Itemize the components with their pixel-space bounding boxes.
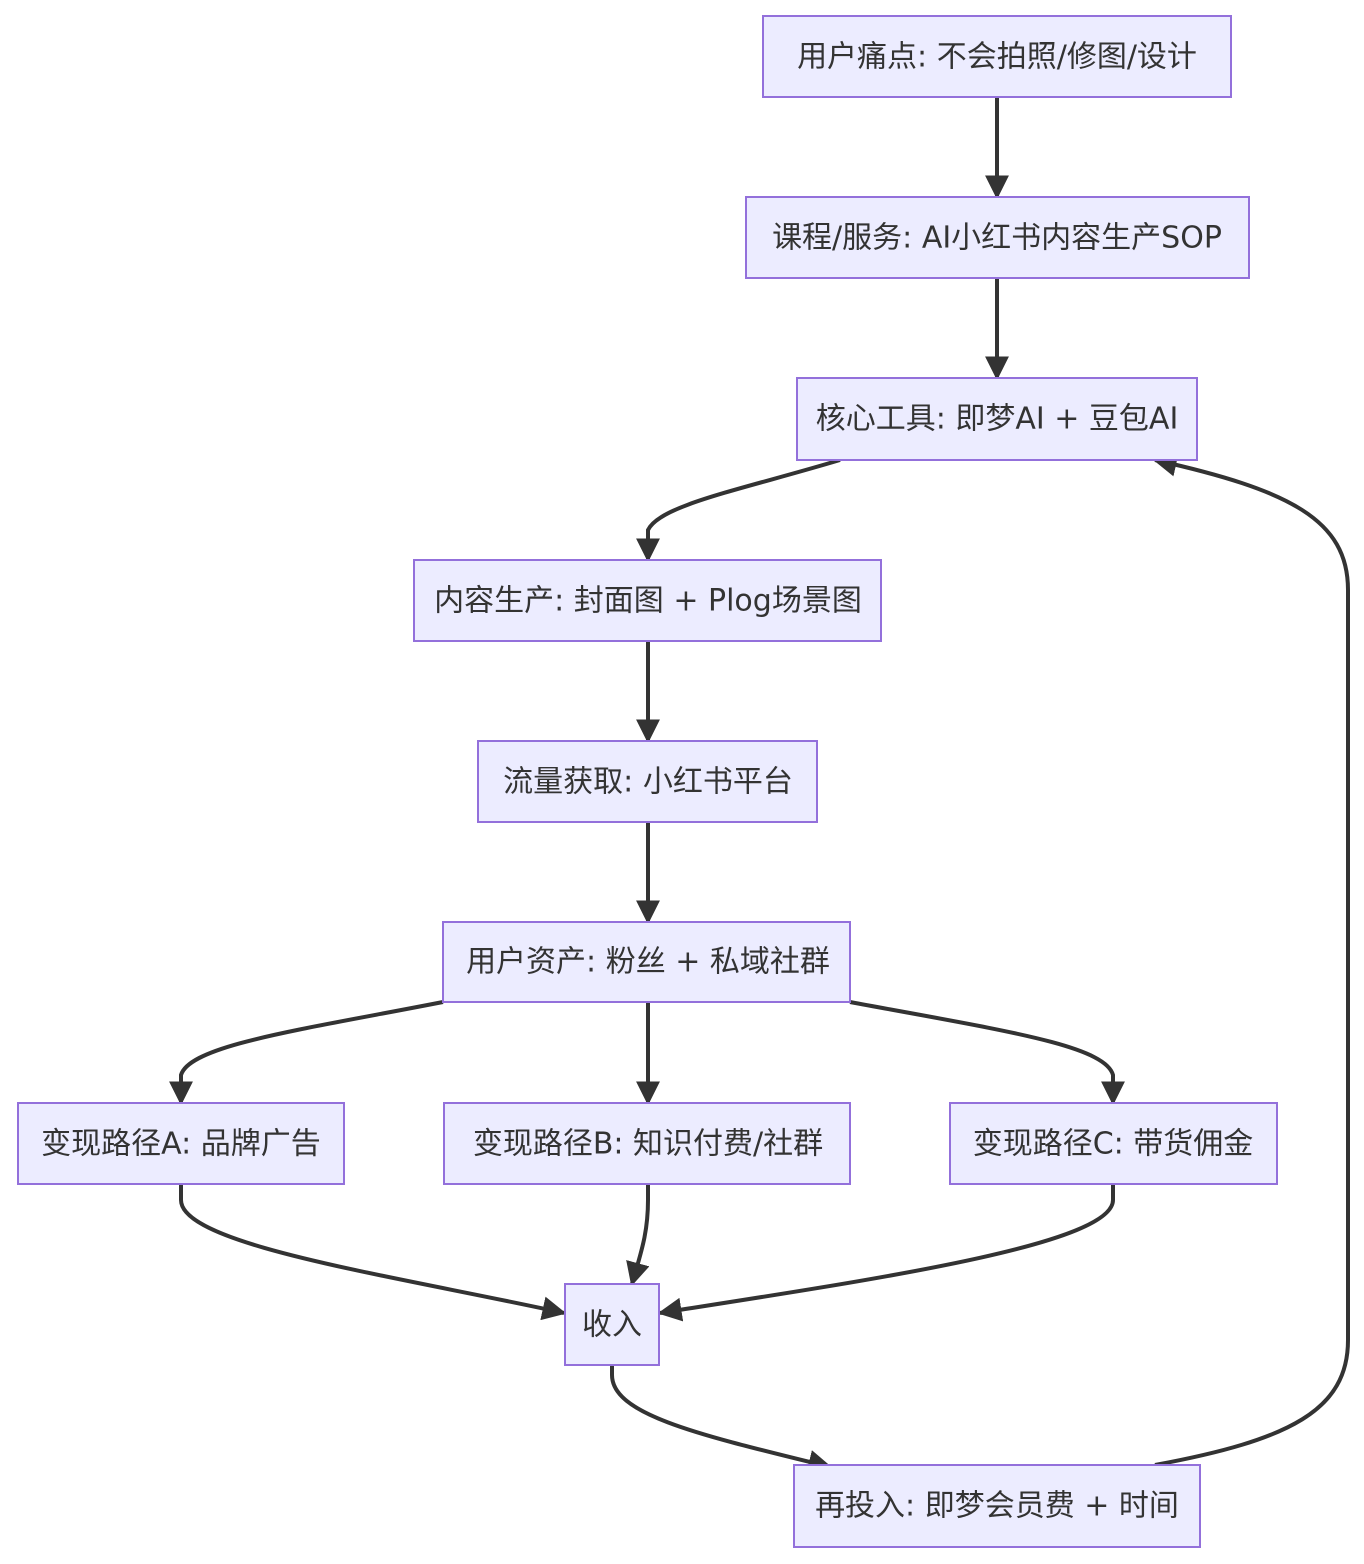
edge-income-to-reinvest (610, 1365, 833, 1474)
node-user-pain: 用户痛点: 不会拍照/修图/设计 (762, 15, 1232, 98)
node-course-service: 课程/服务: AI小红书内容生产SOP (745, 196, 1250, 279)
edge-path-b-to-income (626, 1184, 650, 1287)
node-reinvest: 再投入: 即梦会员费 + 时间 (793, 1464, 1201, 1548)
node-user-pain-label: 用户痛点: 不会拍照/修图/设计 (797, 40, 1197, 75)
node-income: 收入 (564, 1283, 660, 1366)
edge-reinvest-to-tools (1152, 452, 1350, 1467)
node-path-a-label: 变现路径A: 品牌广告 (41, 1127, 321, 1162)
node-content-production-label: 内容生产: 封面图 + Plog场景图 (434, 584, 862, 619)
node-reinvest-label: 再投入: 即梦会员费 + 时间 (815, 1489, 1179, 1524)
edge-path-c-to-income (657, 1184, 1115, 1322)
node-path-b-label: 变现路径B: 知识付费/社群 (473, 1127, 823, 1162)
edge-assets-to-path-a (169, 1000, 444, 1106)
node-core-tools-label: 核心工具: 即梦AI + 豆包AI (816, 402, 1179, 437)
node-core-tools: 核心工具: 即梦AI + 豆包AI (796, 377, 1198, 461)
node-user-assets-label: 用户资产: 粉丝 + 私域社群 (466, 945, 830, 980)
edge-assets-to-path-c (849, 1000, 1125, 1106)
node-path-c: 变现路径C: 带货佣金 (949, 1102, 1278, 1185)
node-content-production: 内容生产: 封面图 + Plog场景图 (413, 559, 882, 642)
node-traffic-label: 流量获取: 小红书平台 (503, 765, 793, 800)
node-path-c-label: 变现路径C: 带货佣金 (973, 1127, 1254, 1162)
node-traffic: 流量获取: 小红书平台 (477, 740, 818, 823)
node-income-label: 收入 (582, 1308, 642, 1343)
node-path-b: 变现路径B: 知识付费/社群 (443, 1102, 851, 1185)
node-path-a: 变现路径A: 品牌广告 (17, 1102, 345, 1185)
edge-tools-to-content (636, 458, 841, 563)
edge-path-a-to-income (179, 1184, 567, 1321)
node-user-assets: 用户资产: 粉丝 + 私域社群 (442, 921, 851, 1003)
node-course-service-label: 课程/服务: AI小红书内容生产SOP (772, 221, 1222, 256)
